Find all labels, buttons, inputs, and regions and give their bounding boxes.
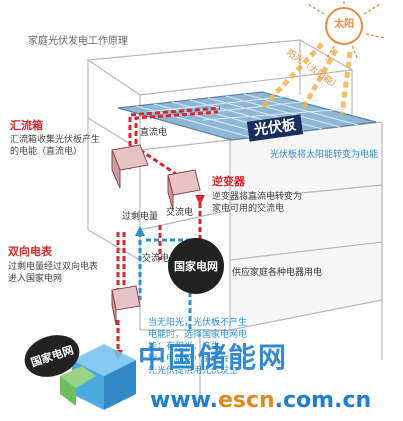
inverter-title: 逆变器: [212, 175, 245, 188]
house-outline: [86, 39, 383, 400]
combiner-box: [111, 144, 149, 189]
night-note-line5: 先光伏提供用光伏发生: [148, 366, 239, 376]
watermark-url: www.escn.com.cn: [150, 388, 371, 413]
watermark-url-rest: .com.cn: [274, 388, 372, 413]
surplus-label: 过剩电量: [122, 212, 159, 222]
inverter-desc-line1: 逆变器将直流电转变为: [212, 192, 303, 202]
sunlight-rays: [260, 42, 353, 115]
night-note-line4: 能（电能储）系统会: [148, 354, 230, 364]
meter-title: 双向电表: [8, 245, 52, 258]
ac-label-2: 交流电: [142, 254, 170, 264]
page-title: 家庭光伏发电工作原理: [28, 36, 128, 47]
watermark-url-escn: escn: [217, 388, 275, 413]
sun-label: 太阳: [334, 19, 354, 30]
ac-label: 交流电: [166, 208, 194, 218]
solar-panel-array: [117, 91, 377, 141]
night-note-line2: 电能时，选择国家电网电: [148, 330, 248, 340]
meter-desc-line1: 过剩电量经过双向电表: [8, 262, 99, 272]
inverter-desc-line2: 家电可用的交流电: [212, 204, 285, 214]
panel-description: 光伏板将太阳能转变为电能: [270, 150, 379, 160]
watermark-url-www: www.: [150, 388, 218, 413]
night-note-line1: 当无阳光，光伏板不产生: [148, 318, 248, 328]
dc-label: 直流电: [140, 128, 168, 138]
combiner-desc-line2: 的电能（直流电）: [10, 147, 83, 157]
combiner-desc-line1: 汇流箱收集光伏板产生: [10, 135, 101, 145]
bidirectional-meter-box: [111, 285, 141, 326]
watermark-cn-text: 中国储能网: [138, 341, 289, 374]
night-note-line3: 能；有阳光，产生: [148, 342, 221, 352]
combiner-title: 汇流箱: [10, 119, 43, 132]
inverter-box: [167, 169, 201, 211]
sun-icon: [307, 0, 385, 61]
watermark-logo: [60, 344, 136, 410]
meter-desc-line2: 进入国家电网: [8, 274, 63, 284]
grid-bubble-right: 国家电网: [168, 238, 224, 294]
home-supply-label: 供应家庭各种电器用电: [232, 268, 323, 278]
